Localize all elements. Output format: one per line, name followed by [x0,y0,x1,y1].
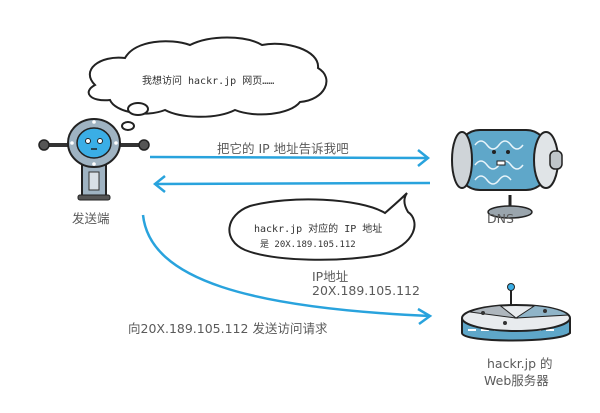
arrow-dns-reply [152,175,431,193]
request-web-label: 向20X.189.105.112 发送访问请求 [128,321,328,336]
ask-dns-label: 把它的 IP 地址告诉我吧 [217,141,349,156]
dns-label: DNS [487,211,514,226]
thought-bubble [87,36,328,131]
dns-reply-bubble [228,192,416,261]
web-server-label-line1: hackr.jp 的 [487,356,553,371]
web-server-icon [461,283,571,342]
dns-reply-bubble-line2: 是 20X.189.105.112 [260,240,356,250]
web-server-label-line2: Web服务器 [484,373,549,388]
robot-icon [38,118,150,201]
thought-dot-small [121,121,135,131]
ip-address-title: IP地址 [312,269,349,284]
thought-dot-large [127,102,149,116]
dns-reply-bubble-line1: hackr.jp 对应的 IP 地址 [254,224,383,235]
sender-label: 发送端 [72,211,110,226]
arrow-ask-dns [149,149,431,167]
ip-address-value: 20X.189.105.112 [312,283,420,298]
thought-bubble-text: 我想访问 hackr.jp 网页…… [142,76,275,87]
arrow-request-web [141,214,433,326]
dns-server-icon [451,129,563,219]
